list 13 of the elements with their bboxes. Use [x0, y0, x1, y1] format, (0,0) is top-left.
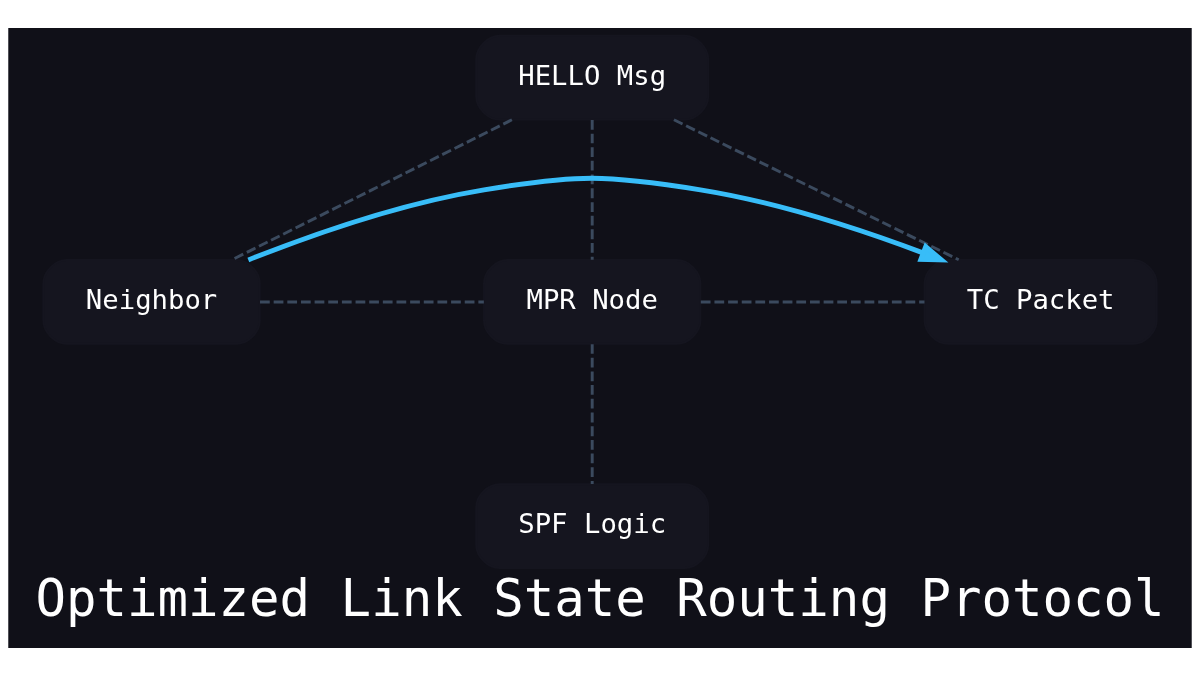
connector	[673, 118, 960, 261]
connector	[700, 299, 925, 303]
node-box: HELLO Msg	[475, 34, 710, 121]
connector	[260, 299, 484, 303]
arrow	[247, 175, 949, 263]
node-box: TC Packet	[923, 258, 1158, 345]
connector	[590, 119, 594, 260]
node-box: SPF Logic	[475, 482, 710, 569]
node-box: MPR Node	[483, 258, 702, 345]
diagram-title: Optimized Link State Routing Protocol	[35, 568, 1165, 628]
connector	[590, 343, 594, 484]
node-box: Neighbor	[42, 258, 261, 345]
connector	[231, 118, 513, 261]
